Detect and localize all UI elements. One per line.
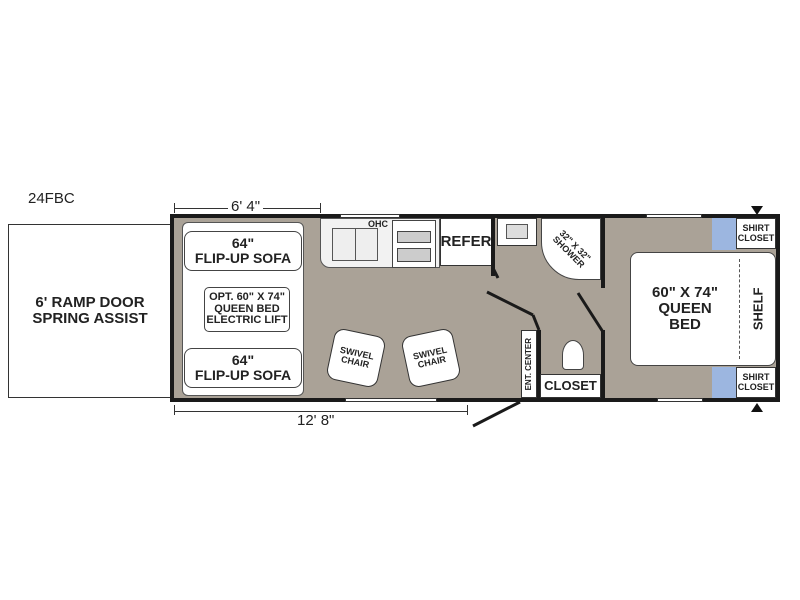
dimension-tick: [174, 405, 175, 415]
shirt-closet-line2: CLOSET: [737, 232, 775, 243]
bathroom-sink-icon: [497, 218, 537, 246]
toilet-icon: [562, 340, 584, 370]
entry-door-swing: [472, 400, 521, 428]
entertainment-center: ENT. CENTER: [521, 330, 537, 398]
accent-panel: [712, 367, 736, 398]
sofa-label: FLIP-UP SOFA: [194, 367, 292, 383]
arrow-down-icon: [751, 206, 763, 215]
model-name: 24FBC: [28, 190, 75, 207]
closet: CLOSET: [540, 374, 601, 398]
interior-wall: [537, 330, 541, 400]
refrigerator: REFER: [440, 218, 492, 266]
door-swing: [576, 292, 605, 333]
ramp-line1: 6' RAMP DOOR: [35, 294, 145, 312]
shirt-closet-line1: SHIRT: [742, 223, 770, 234]
arrow-up-icon: [751, 403, 763, 412]
interior-wall: [601, 218, 605, 288]
dimension-tick: [174, 203, 175, 213]
window: [657, 398, 703, 402]
shelf-label: SHELF: [750, 287, 766, 331]
ohc-label: OHC: [368, 219, 388, 229]
bed-line3: BED: [669, 315, 701, 333]
dimension-tick: [320, 203, 321, 213]
stove-icon: [392, 220, 436, 268]
door-swing: [486, 290, 534, 317]
sofa-size: 64": [231, 235, 255, 252]
bed-line2: QUEEN: [658, 300, 712, 318]
opt-bed-line3: ELECTRIC LIFT: [206, 314, 288, 327]
shirt-closet-line2: CLOSET: [737, 381, 775, 392]
bed-size: 60" X 74": [652, 284, 718, 302]
ent-center-label: ENT. CENTER: [523, 337, 533, 391]
interior-wall: [491, 218, 495, 276]
flip-up-sofa-top: 64"FLIP-UP SOFA: [184, 231, 302, 271]
window: [646, 214, 702, 218]
opt-bed-line2: QUEEN BED: [214, 302, 280, 315]
dimension-top-label: 6' 4": [228, 198, 264, 215]
flip-up-sofa-bottom: 64"FLIP-UP SOFA: [184, 348, 302, 388]
window: [340, 214, 400, 218]
interior-wall: [601, 330, 605, 400]
sofa-label: FLIP-UP SOFA: [194, 250, 292, 266]
sink-icon: [332, 228, 378, 261]
sofa-size: 64": [231, 352, 255, 369]
dimension-line-bottom: [174, 411, 467, 412]
dimension-tick: [467, 405, 468, 415]
opt-bed-line1: OPT. 60" X 74": [209, 291, 285, 304]
window: [345, 398, 437, 402]
ramp-line2: SPRING ASSIST: [32, 310, 148, 327]
dimension-bottom-label: 12' 8": [294, 412, 338, 429]
accent-panel: [712, 218, 736, 250]
shirt-closet-line1: SHIRT: [742, 372, 770, 383]
